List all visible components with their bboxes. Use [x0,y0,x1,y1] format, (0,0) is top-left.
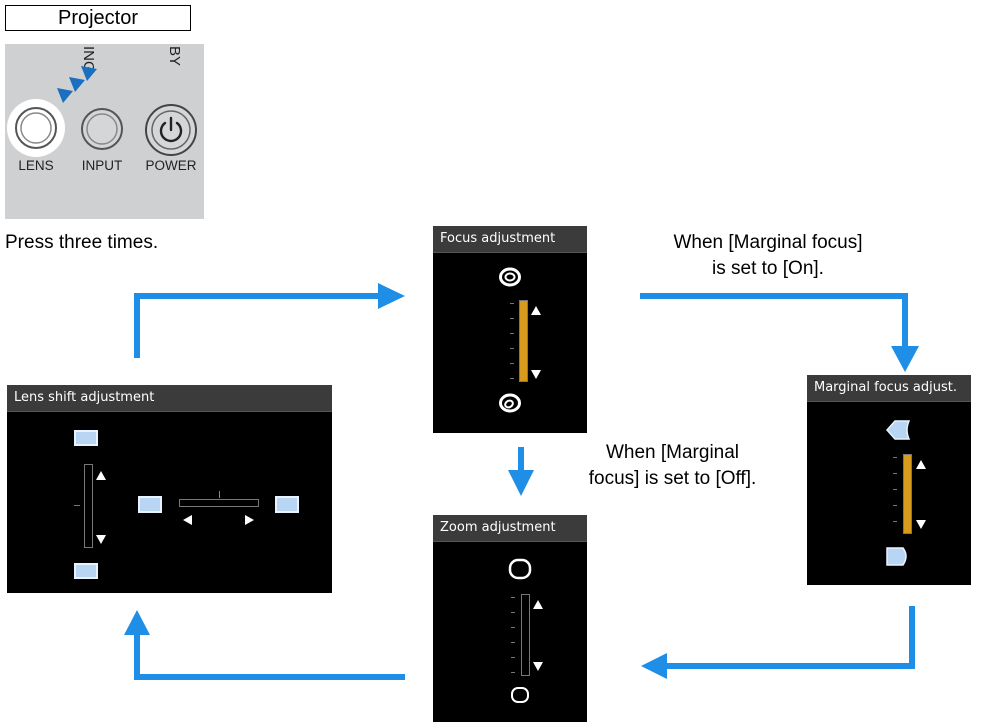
zoom-up-arrow-icon[interactable] [533,600,543,609]
lens-shift-bottom-image-icon [74,563,98,579]
lens-shift-top-image-icon [74,430,98,446]
focus-level-fill [520,301,527,381]
focus-far-icon [499,267,521,287]
horizontal-shift-right-arrow-icon[interactable] [245,515,254,525]
arrowhead-left [641,653,667,679]
marginal-screen-title: Marginal focus adjust. [807,375,971,402]
zoom-tele-icon [508,558,532,580]
power-button-label: POWER [145,158,197,173]
focus-level-track[interactable] [519,300,528,382]
focus-down-arrow-icon[interactable] [531,370,541,379]
lens-button-label: LENS [18,158,54,173]
lens-shift-adjustment-screen: Lens shift adjustment [7,385,332,593]
focus-up-arrow-icon[interactable] [531,306,541,315]
marginal-top-lens-icon [885,420,911,440]
zoom-level-track[interactable] [521,594,530,676]
focus-screen-title: Focus adjustment [433,226,587,253]
caption-marginal-on-line2: is set to [On]. [712,258,824,279]
panel-top-label-by: BY [166,46,183,67]
arrowhead-up [124,610,150,635]
horizontal-shift-track[interactable] [179,491,259,507]
marginal-down-arrow-icon[interactable] [916,520,926,529]
arrow-marginal-to-zoom [662,606,915,669]
zoom-wide-icon [511,687,529,703]
arrowhead-down-zoom [508,470,534,496]
zoom-adjustment-screen: Zoom adjustment [433,515,587,722]
zoom-screen-title: Zoom adjustment [433,515,587,542]
caption-marginal-on: When [Marginal focus] is set to [On]. [618,230,918,282]
indicator-arrows-icon [57,66,97,103]
arrowhead-right [378,283,405,309]
arrow-focus-to-marginal [640,293,908,350]
power-button[interactable] [144,103,198,157]
caption-marginal-off-line2: focus] is set to [Off]. [588,468,757,489]
lens-shift-screen-title: Lens shift adjustment [7,385,332,412]
marginal-up-arrow-icon[interactable] [916,460,926,469]
arrowhead-down-marginal [891,346,919,372]
press-instruction: Press three times. [5,232,159,253]
marginal-bottom-lens-icon [886,547,907,566]
projector-control-panel: ING BY LENS INPUT POWER [5,44,204,219]
input-button[interactable] [79,106,125,152]
lens-shift-left-image-icon [138,496,162,513]
arrow-zoom-to-lens [134,632,405,680]
horizontal-shift-marker [219,491,220,498]
marginal-focus-screen: Marginal focus adjust. [807,375,971,585]
caption-marginal-off-line1: When [Marginal [605,442,740,463]
power-icon [159,116,183,143]
marginal-level-track[interactable] [903,454,912,534]
focus-adjustment-screen: Focus adjustment [433,226,587,433]
caption-marginal-off: When [Marginal focus] is set to [Off]. [540,440,805,492]
zoom-down-arrow-icon[interactable] [533,662,543,671]
marginal-level-fill [904,455,911,533]
lens-shift-right-image-icon [275,496,299,513]
vertical-shift-track[interactable] [84,464,93,548]
horizontal-shift-left-arrow-icon[interactable] [183,515,192,525]
vertical-shift-up-arrow-icon[interactable] [96,471,106,480]
caption-marginal-on-line1: When [Marginal focus] [673,232,863,253]
projector-label: Projector [5,5,191,31]
input-button-label: INPUT [81,158,123,173]
vertical-shift-down-arrow-icon[interactable] [96,535,106,544]
lens-button[interactable] [7,99,65,157]
arrow-lens-to-focus [134,293,384,358]
focus-near-icon [499,393,521,413]
